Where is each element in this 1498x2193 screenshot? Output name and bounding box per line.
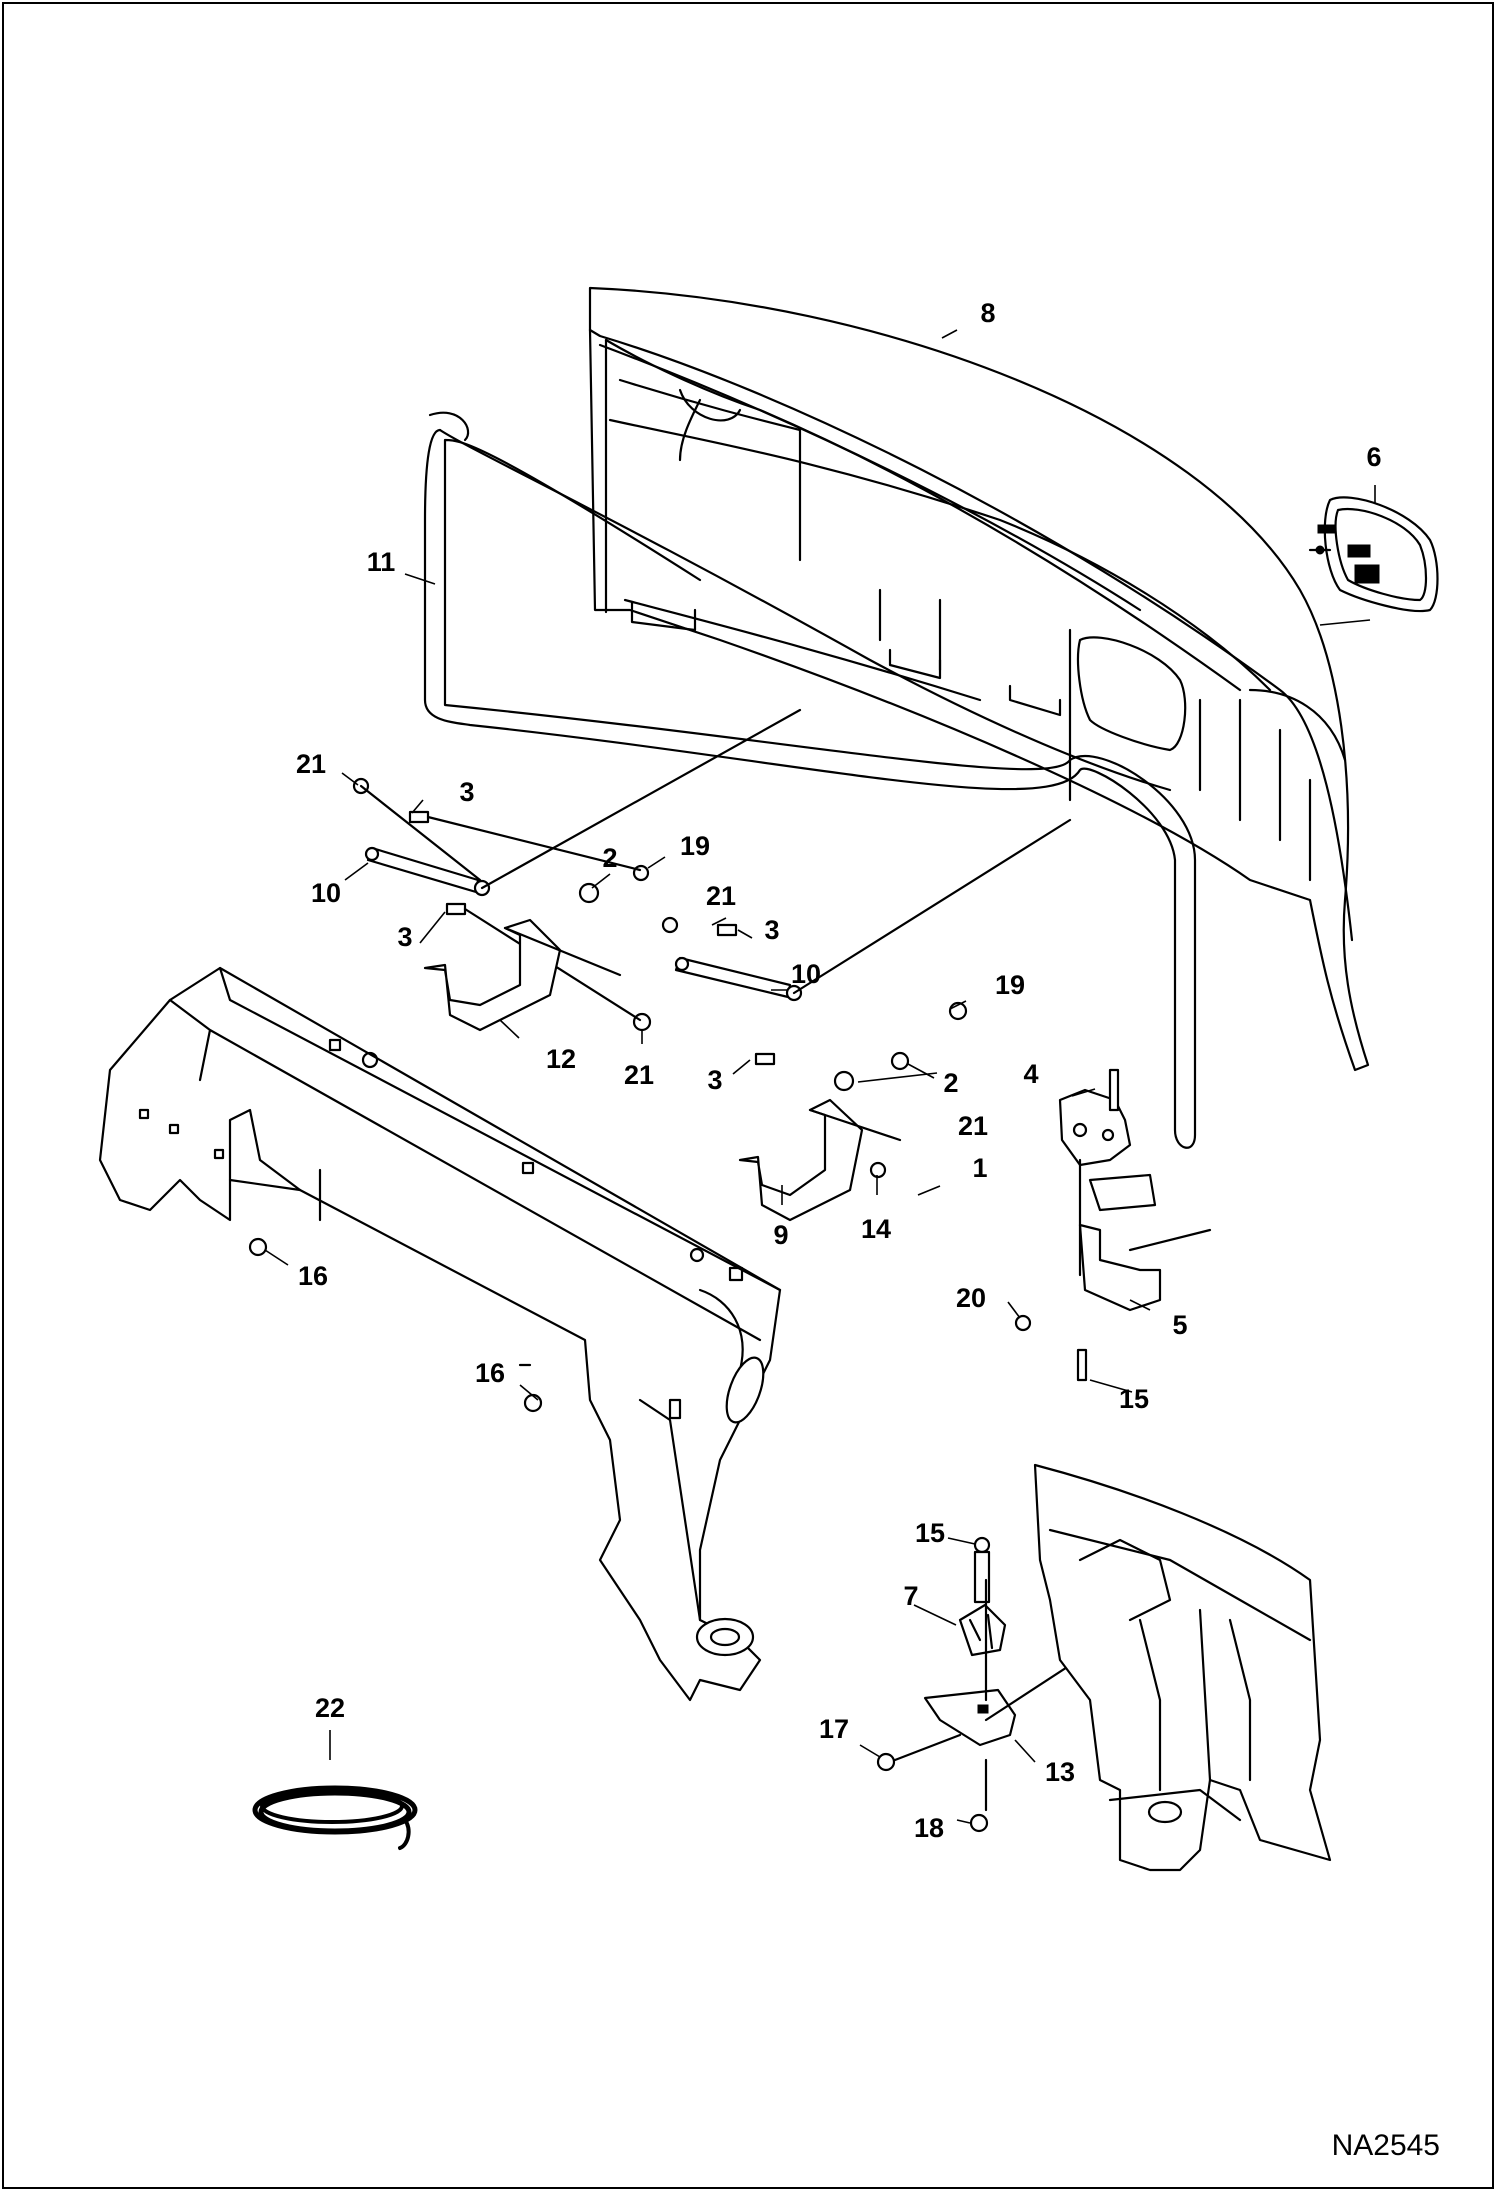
callout-3-c: 3: [764, 915, 779, 945]
seal-coil: [252, 1785, 418, 1850]
callout-2-upper: 2: [602, 843, 617, 873]
callout-15-upper: 15: [915, 1518, 945, 1548]
callout-11: 11: [367, 547, 396, 577]
callout-14: 14: [861, 1214, 891, 1244]
callout-18: 18: [914, 1813, 944, 1843]
callout-17: 17: [819, 1714, 849, 1744]
callouts: 1 2 2 3 3 3 3 4 5 6 7 8 9 10 10 11 12 13…: [296, 298, 1382, 1843]
callout-19-lower: 19: [995, 970, 1025, 1000]
callout-16-center: 16: [475, 1358, 505, 1388]
callout-20: 20: [956, 1283, 986, 1313]
callout-6: 6: [1366, 442, 1381, 472]
callout-9: 9: [773, 1220, 788, 1250]
callout-10-upper: 10: [311, 878, 341, 908]
callout-22: 22: [315, 1693, 345, 1723]
callout-1: 1: [972, 1153, 987, 1183]
callout-3-d: 3: [707, 1065, 722, 1095]
callout-13: 13: [1045, 1757, 1075, 1787]
gas-struts: [364, 708, 1072, 1002]
callout-15-lower: 15: [1119, 1384, 1149, 1414]
callout-12: 12: [546, 1044, 576, 1074]
callout-7: 7: [903, 1581, 918, 1611]
rear-frame: [1033, 1463, 1332, 1872]
callout-21-a: 21: [296, 749, 326, 779]
callout-16-left: 16: [298, 1261, 328, 1291]
latch-assembly: [1058, 1068, 1212, 1312]
hood-seal: [423, 411, 1197, 1149]
hood-cover: [588, 286, 1370, 1072]
callout-8: 8: [980, 298, 995, 328]
hinge-brackets: [423, 918, 902, 1222]
callout-21-d: 21: [958, 1111, 988, 1141]
leader-lines: [264, 329, 1376, 1824]
callout-5: 5: [1172, 1310, 1187, 1340]
callout-2-lower: 2: [943, 1068, 958, 1098]
callout-21-b: 21: [706, 881, 736, 911]
callout-3-a: 3: [459, 777, 474, 807]
callout-10-lower: 10: [791, 959, 821, 989]
cross-member: [98, 966, 782, 1702]
callout-19-upper: 19: [680, 831, 710, 861]
callout-4: 4: [1023, 1059, 1038, 1089]
drawing-code: NA2545: [1332, 2129, 1440, 2162]
latch-handle: [1308, 496, 1439, 613]
callout-3-b: 3: [397, 922, 412, 952]
callout-21-c: 21: [624, 1060, 654, 1090]
